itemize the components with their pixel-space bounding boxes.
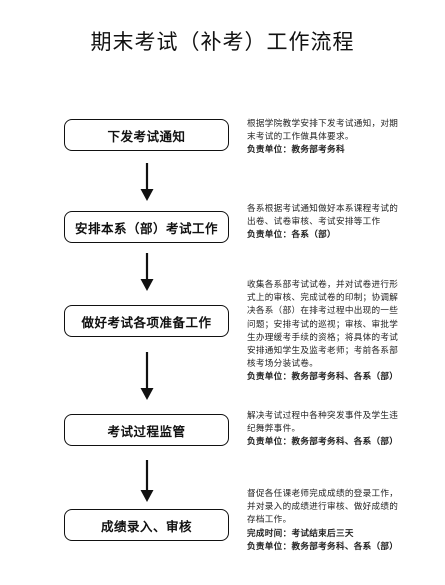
step-description: 解决考试过程中各种突发事件及学生违纪舞弊事件。 负责单位：教务部考务科、各系（部…	[247, 410, 407, 450]
step-arrange-dept-exam: 安排本系（部）考试工作	[64, 211, 229, 243]
step-label: 下发考试通知	[107, 128, 186, 144]
step-label: 安排本系（部）考试工作	[74, 220, 218, 236]
step-label: 考试过程监管	[107, 423, 186, 439]
flow-arrow	[140, 163, 154, 201]
step-label: 做好考试各项准备工作	[81, 314, 212, 330]
responsible-unit: 负责单位：教务部考务科、各系（部）	[247, 372, 399, 383]
responsible-unit: 负责单位：各系（部）	[247, 230, 336, 241]
flow-arrow	[140, 352, 154, 400]
responsible-unit: 负责单位：教务部考务科	[247, 145, 345, 156]
step-issue-exam-notice: 下发考试通知	[64, 119, 229, 151]
step-description: 根据学院教学安排下发考试通知，对期末考试的工作做具体要求。 负责单位：教务部考务…	[247, 118, 407, 158]
page-title: 期末考试（补考）工作流程	[90, 30, 355, 54]
flow-arrow	[140, 253, 154, 291]
step-grade-entry-review: 成绩录入、审核	[64, 509, 229, 541]
step-exam-preparation: 做好考试各项准备工作	[64, 305, 229, 337]
responsible-unit: 负责单位：教务部考务科、各系（部）	[247, 437, 399, 448]
step-description: 督促各任课老师完成成绩的登录工作，并对录入的成绩进行审核、做好成绩的存档工作。 …	[247, 488, 407, 554]
step-description: 收集各系部考试试卷，并对试卷进行形式上的审核、完成试卷的印制；协调解决各系（部）…	[247, 279, 407, 385]
step-label: 成绩录入、审核	[100, 518, 192, 534]
flow-arrow	[140, 460, 154, 502]
step-description: 各系根据考试通知做好本系课程考试的出卷、试卷审核、考试安排等工作 负责单位：各系…	[247, 203, 407, 243]
completion-time: 完成时间：考试结束后三天	[247, 528, 354, 539]
responsible-unit: 负责单位：教务部考务科、各系（部）	[247, 541, 399, 552]
step-exam-supervision: 考试过程监管	[64, 414, 229, 446]
